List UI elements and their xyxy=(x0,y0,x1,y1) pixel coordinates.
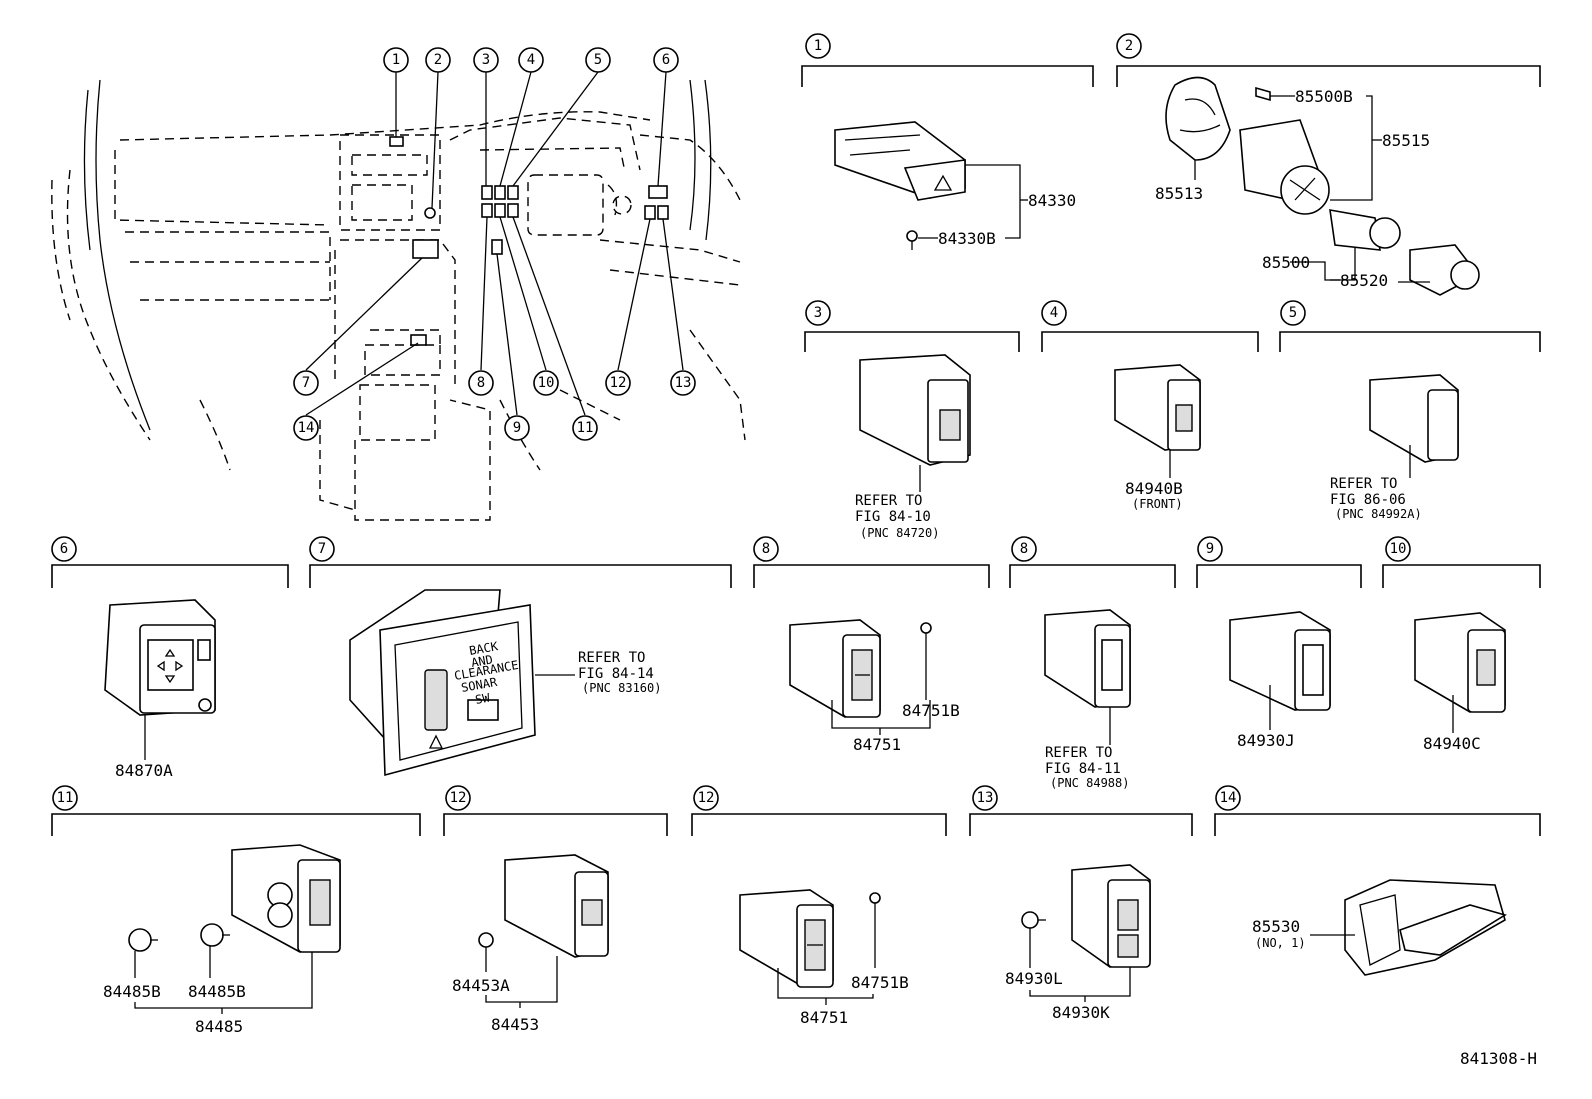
panel-3-switch: 3 REFER TO FIG 84-10 (PNC 84720) xyxy=(804,300,1020,540)
svg-text:FIG 84-11: FIG 84-11 xyxy=(1045,761,1121,777)
callout-14: 14 xyxy=(298,420,315,436)
callout-3: 3 xyxy=(482,52,490,68)
part-note-front: (FRONT) xyxy=(1132,497,1183,511)
svg-text:FIG 84-14: FIG 84-14 xyxy=(578,666,654,682)
switch-location-7 xyxy=(412,239,439,259)
part-84930J: 84930J xyxy=(1237,731,1295,750)
part-84453: 84453 xyxy=(491,1015,539,1034)
panel-2-cigarette-lighter: 2 85513 85500B 85515 85500 85520 xyxy=(1116,33,1541,296)
svg-text:12: 12 xyxy=(450,790,467,806)
callout-7: 7 xyxy=(302,375,310,391)
part-84453A: 84453A xyxy=(452,976,510,995)
svg-text:6: 6 xyxy=(60,541,68,557)
svg-text:SW: SW xyxy=(474,691,491,707)
panel-6-mirror-switch: 6 84870A xyxy=(51,536,289,780)
switch-location-1 xyxy=(389,136,404,147)
panel-10-switch: 10 84940C xyxy=(1382,536,1541,753)
panel-5-switch: 5 REFER TO FIG 86-06 (PNC 84992A) xyxy=(1279,300,1541,521)
part-84940C: 84940C xyxy=(1423,734,1481,753)
svg-text:9: 9 xyxy=(1206,541,1214,557)
svg-text:2: 2 xyxy=(1125,38,1133,54)
part-84940B: 84940B xyxy=(1125,479,1183,498)
callout-13: 13 xyxy=(675,375,692,391)
pnc-reference: (PNC 84720) xyxy=(860,526,939,540)
refer-to-label: REFER TO xyxy=(855,493,922,509)
part-84485B-right: 84485B xyxy=(188,982,246,1001)
panel-7-sonar-switch: 7 BACK AND CLEARANCE SONAR SW REFER TO F… xyxy=(309,536,732,777)
svg-text:11: 11 xyxy=(57,790,74,806)
figure-reference: FIG 84-10 xyxy=(855,509,931,525)
callout-9: 9 xyxy=(513,420,521,436)
part-84485B-left: 84485B xyxy=(103,982,161,1001)
part-84330: 84330 xyxy=(1028,191,1076,210)
part-84930L: 84930L xyxy=(1005,969,1063,988)
part-85515: 85515 xyxy=(1382,131,1430,150)
svg-text:(PNC 84992A): (PNC 84992A) xyxy=(1335,507,1422,521)
part-85500B: 85500B xyxy=(1295,87,1353,106)
callout-12: 12 xyxy=(610,375,627,391)
svg-text:REFER TO: REFER TO xyxy=(1330,476,1397,492)
svg-text:AND: AND xyxy=(470,652,494,670)
part-85500: 85500 xyxy=(1262,253,1310,272)
callout-1: 1 xyxy=(392,52,400,68)
callout-5: 5 xyxy=(594,52,602,68)
overview-callouts: 1 2 3 4 5 6 7 8 9 10 11 12 13 14 xyxy=(293,47,696,441)
panel-12a-switch: 12 84453A 84453 xyxy=(443,785,668,1034)
part-note-no1: (NO, 1) xyxy=(1255,936,1306,950)
svg-text:3: 3 xyxy=(814,305,822,321)
svg-text:FIG 86-06: FIG 86-06 xyxy=(1330,492,1406,508)
svg-text:12: 12 xyxy=(698,790,715,806)
svg-text:REFER TO: REFER TO xyxy=(578,650,645,666)
dashboard-overview xyxy=(51,71,746,521)
callout-11: 11 xyxy=(577,420,594,436)
callout-10: 10 xyxy=(538,375,555,391)
panel-11-switch: 11 84485B 84485B 84485 xyxy=(51,785,421,1036)
panel-8a-switch: 8 84751B 84751 xyxy=(753,536,990,754)
part-84485: 84485 xyxy=(195,1017,243,1036)
part-84751-12: 84751 xyxy=(800,1008,848,1027)
part-84930K: 84930K xyxy=(1052,1003,1110,1022)
svg-text:14: 14 xyxy=(1220,790,1237,806)
svg-text:7: 7 xyxy=(318,541,326,557)
callout-6: 6 xyxy=(662,52,670,68)
part-84751: 84751 xyxy=(853,735,901,754)
svg-text:4: 4 xyxy=(1050,305,1058,321)
part-85530: 85530 xyxy=(1252,917,1300,936)
part-84870A: 84870A xyxy=(115,761,173,780)
panel-4-switch: 4 84940B (FRONT) xyxy=(1041,300,1259,511)
svg-text:8: 8 xyxy=(762,541,770,557)
callout-8: 8 xyxy=(477,375,485,391)
svg-text:(PNC 84988): (PNC 84988) xyxy=(1050,776,1129,790)
part-84751B-12: 84751B xyxy=(851,973,909,992)
svg-text:10: 10 xyxy=(1390,541,1407,557)
part-85520: 85520 xyxy=(1340,271,1388,290)
lighter-location xyxy=(424,207,436,219)
panel-1-hazard-switch: 1 84330 84330B xyxy=(801,33,1094,250)
panel-8b-switch: 8 REFER TO FIG 84-11 (PNC 84988) xyxy=(1009,536,1176,790)
svg-text:(PNC 83160): (PNC 83160) xyxy=(582,681,661,695)
svg-text:REFER TO: REFER TO xyxy=(1045,745,1112,761)
panel-12b-switch: 12 84751B 84751 xyxy=(691,785,947,1027)
svg-text:8: 8 xyxy=(1020,541,1028,557)
svg-text:BACK: BACK xyxy=(468,639,500,658)
svg-text:5: 5 xyxy=(1289,305,1297,321)
panel-9-switch: 9 84930J xyxy=(1196,536,1362,750)
callout-4: 4 xyxy=(527,52,535,68)
part-84751B: 84751B xyxy=(902,701,960,720)
svg-text:SONAR: SONAR xyxy=(460,675,499,695)
panel-14-outlet: 14 85530 (NO, 1) xyxy=(1214,785,1541,976)
part-85513: 85513 xyxy=(1155,184,1203,203)
svg-text:1: 1 xyxy=(814,38,822,54)
svg-text:13: 13 xyxy=(977,790,994,806)
part-84330B: 84330B xyxy=(938,229,996,248)
callout-2: 2 xyxy=(434,52,442,68)
panel-13-switch: 13 84930L 84930K xyxy=(969,785,1193,1022)
figure-code: 841308-H xyxy=(1460,1049,1537,1068)
